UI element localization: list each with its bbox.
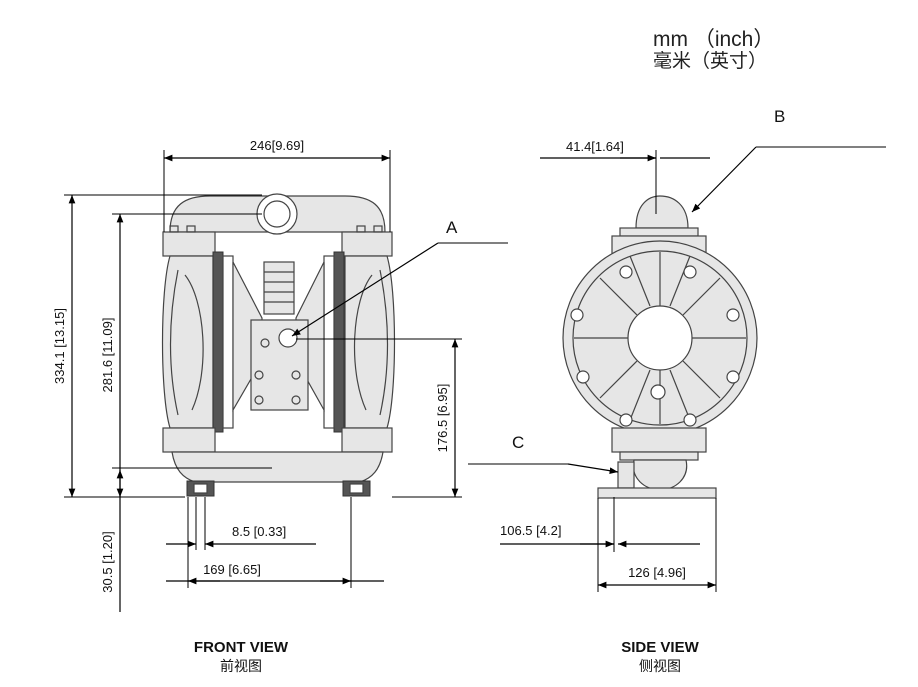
units-secondary: 毫米（英寸） [653,50,767,72]
side-view-title: SIDE VIEW [621,639,699,656]
dim-height-air-inlet: 176.5 [6.95] [435,384,450,453]
side-view-dimensions: 41.4[1.64] B C 106.5 [4.2] 126 [4.96] [468,107,886,592]
units-primary: mm （inch） [653,28,774,51]
callout-a: A [446,218,458,237]
front-view-pump [161,193,396,497]
callout-b: B [774,107,785,126]
dim-height-inlet: 30.5 [1.20] [100,531,115,592]
callout-c: C [512,433,524,452]
dim-mount-spacing: 169 [6.65] [203,562,261,577]
dim-foot-slot: 8.5 [0.33] [232,524,286,539]
side-view-subtitle: 侧视图 [639,659,681,675]
dim-height-outlet: 281.6 [11.09] [100,318,115,393]
dim-base-width: 126 [4.96] [628,565,686,580]
front-view-dimensions: 246[9.69] 334.1 [13.15] 281.6 [11.09] 30… [52,138,508,612]
dim-top-offset: 41.4[1.64] [566,139,624,154]
front-view-subtitle: 前视图 [220,658,262,675]
front-view-title: FRONT VIEW [194,639,289,656]
side-view-pump [562,195,758,499]
dim-inlet-offset: 106.5 [4.2] [500,523,561,538]
dim-height-overall: 334.1 [13.15] [52,308,67,384]
dim-width-top: 246[9.69] [250,138,304,153]
